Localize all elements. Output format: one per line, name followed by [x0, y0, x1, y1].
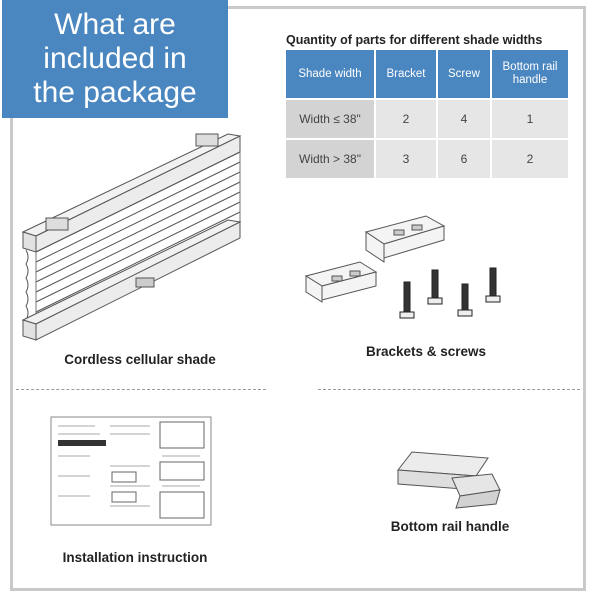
- bottom-rail-handle-image: [397, 451, 501, 509]
- divider-right: [318, 389, 580, 390]
- cell-screw: 4: [438, 100, 490, 138]
- cell-handle: 1: [492, 100, 568, 138]
- brackets-screws-image: [304, 215, 501, 319]
- cell-width: Width > 38": [286, 140, 374, 178]
- shade-label: Cordless cellular shade: [64, 352, 216, 367]
- instruction-sheet-image: [50, 416, 212, 526]
- cell-bracket: 2: [376, 100, 436, 138]
- table-row: Width > 38" 3 6 2: [286, 140, 568, 178]
- header-bracket: Bracket: [376, 50, 436, 98]
- brackets-label: Brackets & screws: [365, 344, 487, 359]
- title-line-3: the package: [33, 76, 197, 109]
- table-header-row: Shade width Bracket Screw Bottom rail ha…: [286, 50, 568, 98]
- cell-screw: 6: [438, 140, 490, 178]
- divider-left: [16, 389, 266, 390]
- cellular-shade-image: [21, 133, 242, 341]
- cell-handle: 2: [492, 140, 568, 178]
- cell-width: Width ≤ 38": [286, 100, 374, 138]
- title-banner: What are included in the package: [2, 0, 228, 118]
- cell-bracket: 3: [376, 140, 436, 178]
- instruction-label: Installation instruction: [62, 550, 208, 565]
- table-row: Width ≤ 38" 2 4 1: [286, 100, 568, 138]
- header-bottom-rail-handle: Bottom rail handle: [492, 50, 568, 98]
- table-title: Quantity of parts for different shade wi…: [286, 33, 543, 47]
- header-screw: Screw: [438, 50, 490, 98]
- quantity-table: Shade width Bracket Screw Bottom rail ha…: [284, 48, 570, 180]
- title-line-2: included in: [43, 42, 187, 75]
- page-frame: [10, 6, 586, 591]
- handle-label: Bottom rail handle: [390, 519, 510, 534]
- header-shade-width: Shade width: [286, 50, 374, 98]
- title-line-1: What are: [54, 8, 176, 41]
